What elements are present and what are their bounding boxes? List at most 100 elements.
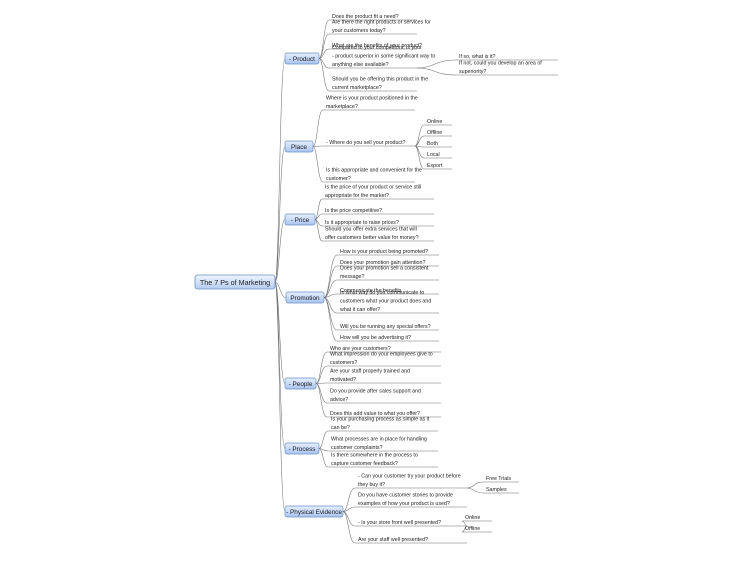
connector-line [466, 487, 484, 494]
topic-5-2[interactable]: Is there somewhere in the process to capt… [318, 448, 438, 468]
branch-4: - People Who are your customers?What impr… [274, 281, 441, 418]
topic-text: - Can your customer try your product bef… [358, 474, 461, 488]
topic-3-4[interactable]: In what way do you communicate tocustome… [323, 290, 439, 314]
branch-3: Promotion How is your product being promo… [274, 249, 439, 342]
subtopic-1-1-0[interactable]: Online [414, 119, 452, 147]
subtopic-6-0-0[interactable]: Free Trials [466, 476, 519, 489]
topic-text-line: examples of how your product is used? [358, 501, 450, 507]
subtopic-text-line: Export [427, 163, 443, 169]
topic-text-line: Is there somewhere in the process to [331, 453, 418, 459]
topic-text-line: appropriate for the market? [325, 193, 389, 199]
topic-4-1[interactable]: What impression do your employees give t… [315, 352, 441, 384]
topic-4-0[interactable]: Who are your customers? [315, 346, 441, 384]
topic-text: Is it appropriate to raise prices? [325, 220, 399, 226]
topic-text: What are the benefits of your product? [332, 43, 422, 49]
connector-line [318, 430, 329, 449]
topic-6-1[interactable]: Do you have customer stories to providee… [342, 493, 467, 512]
subtopic-6-2-0[interactable]: Online [461, 515, 492, 527]
subtopic-6-0-1[interactable]: Samples [466, 487, 519, 494]
topic-text-line: they buy it? [358, 482, 385, 488]
topic-text: Where is your product positioned in them… [326, 96, 418, 110]
topic-text-line: How is your product being promoted? [340, 249, 428, 255]
topic-text: Does your promotion sell a consistentmes… [340, 266, 429, 280]
topic-3-6[interactable]: How will you be advertising it? [323, 297, 439, 342]
topic-2-2[interactable]: Is it appropriate to raise prices? [314, 219, 434, 227]
topic-0-3[interactable]: Compared to your competitors, is your- p… [318, 45, 558, 76]
subtopic-6-2-1[interactable]: Offline [461, 525, 492, 533]
topic-0-4[interactable]: Should you be offering this product in t… [318, 58, 428, 92]
branch-label[interactable]: - Product [289, 56, 315, 63]
topic-text-line: What are the benefits of your product? [332, 43, 422, 49]
subtopic-1-1-3[interactable]: Local [414, 145, 452, 159]
topic-text-line: Does the product fit a need? [332, 14, 399, 20]
topic-3-3[interactable]: Communicate the benefits [323, 288, 439, 298]
connector-line [318, 58, 330, 69]
topic-text-line: motivated? [330, 377, 356, 383]
branch-2: - Price Is the price of your product or s… [274, 185, 434, 283]
topic-text-line: Who are your customers? [330, 346, 391, 352]
topic-text-line: customers what your product does and [340, 299, 431, 305]
topic-text: What processes are in place for handling… [331, 437, 427, 451]
connector-line [323, 265, 338, 298]
topic-text-line: customer complaints? [331, 445, 383, 451]
topic-text-line: Communicate the benefits [340, 288, 402, 294]
topic-4-4[interactable]: Does this add value to what you offer? [315, 383, 441, 418]
topic-0-2[interactable]: What are the benefits of your product? [318, 43, 422, 59]
subtopic-1-1-1[interactable]: Offline [414, 130, 452, 147]
topic-text: - Is your store front well presented? [358, 520, 441, 526]
topic-text-line: Are there the right products or services… [332, 20, 431, 26]
topic-2-0[interactable]: Is the price of your product or service … [314, 185, 434, 220]
connector-line [414, 135, 425, 147]
connector-line [274, 219, 286, 283]
topic-text-line: Do you provide after sales support and [330, 389, 421, 395]
topic-0-1[interactable]: Are there the right products or services… [318, 20, 431, 59]
topic-text: Are there the right products or services… [332, 20, 431, 34]
topic-text-line: Does this add value to what you offer? [330, 411, 420, 417]
topic-text-line: anything else available? [332, 62, 389, 68]
topic-text: Do you provide after sales support and ad… [330, 389, 421, 403]
topic-text-line: Compared to your competitors, is your [332, 45, 422, 51]
subtopic-text-line: Free Trials [486, 476, 511, 482]
topic-text: Is the price of your product or service … [325, 185, 421, 199]
topic-5-1[interactable]: What processes are in place for handling… [318, 437, 438, 452]
topic-text: - Where do you sell your product? [326, 140, 406, 146]
topic-2-3[interactable]: Should you offer extra services that wil… [314, 219, 434, 242]
topic-5-0[interactable]: Is your purchasing process as simple as … [318, 417, 438, 449]
branch-label[interactable]: - Process [289, 446, 316, 453]
topic-1-2[interactable]: Is this appropriate and convenient for t… [312, 146, 422, 183]
topic-text-line: capture customer feedback? [331, 461, 398, 467]
connector-line [315, 365, 328, 384]
branch-label[interactable]: Promotion [290, 295, 320, 302]
subtopic-0-3-1[interactable]: If not, could you develop an area ofsupe… [416, 61, 558, 76]
topic-2-1[interactable]: Is the price competitive? [314, 208, 434, 220]
subtopic-1-1-2[interactable]: Both [414, 141, 452, 148]
connector-line [274, 281, 286, 384]
topic-text-line: - Where do you sell your product? [326, 140, 406, 146]
topic-text: Should you offer extra services that wil… [325, 227, 419, 241]
topic-3-1[interactable]: Does your promotion gain attention? [323, 260, 439, 298]
subtopic-0-3-0[interactable]: If so, what is it? [416, 54, 558, 69]
topic-text-line: advice? [330, 397, 348, 403]
branch-label[interactable]: - Price [291, 217, 310, 224]
root-topic[interactable]: The 7 Ps of Marketing [194, 274, 276, 290]
topic-6-2[interactable]: - Is your store front well presented? Onl… [342, 511, 492, 533]
topic-6-0[interactable]: - Can your customer try your product bef… [342, 474, 519, 512]
topic-4-3[interactable]: Do you provide after sales support and ad… [315, 383, 441, 404]
branch-label[interactable]: - People [289, 381, 313, 388]
connector-line [315, 383, 328, 404]
root-topic-label: The 7 Ps of Marketing [200, 278, 270, 287]
topic-3-0[interactable]: How is your product being promoted? [323, 249, 439, 298]
subtopic-text: Offline [465, 526, 480, 532]
topic-text: Communicate the benefits [340, 288, 402, 294]
subtopic-1-1-4[interactable]: Export [414, 145, 452, 170]
branch-label[interactable]: - Physical Evidence [286, 509, 342, 516]
topic-3-2[interactable]: Does your promotion sell a consistentmes… [323, 266, 439, 298]
topic-1-0[interactable]: Where is your product positioned in them… [312, 96, 418, 147]
topic-0-0[interactable]: Does the product fit a need? [318, 14, 417, 59]
branch-label[interactable]: Place [291, 144, 307, 151]
topic-text: Does this add value to what you offer? [330, 411, 420, 417]
topic-text-line: - Is your store front well presented? [358, 520, 441, 526]
topic-6-3[interactable]: Are your staff well presented? [342, 511, 467, 544]
topic-1-1[interactable]: - Where do you sell your product? OnlineO… [312, 119, 452, 170]
topic-4-2[interactable]: Are your staff properly trained andmotiv… [315, 369, 441, 384]
